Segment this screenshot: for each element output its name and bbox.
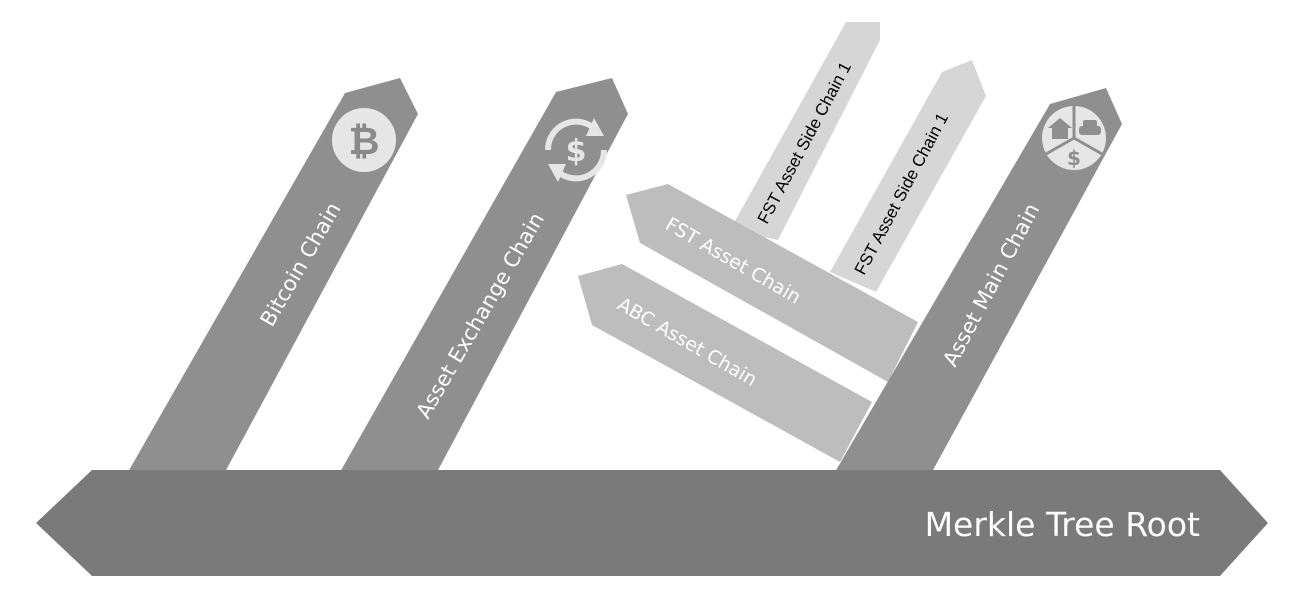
fst-side-chain-1-label: FST Asset Side Chain 1	[754, 59, 855, 227]
svg-text:$: $	[566, 134, 587, 169]
asset-categories-icon: $	[1042, 106, 1106, 170]
svg-text:₿: ₿	[349, 119, 380, 163]
house-icon	[1048, 118, 1072, 139]
currency-exchange-icon: $	[544, 118, 608, 182]
bitcoin-icon: ₿	[332, 108, 396, 172]
fst-side-chain-1-arrow: FST Asset Side Chain 1	[730, 22, 880, 240]
merkle-tree-root-arrow: Merkle Tree Root	[36, 470, 1268, 576]
car-icon	[1079, 120, 1101, 135]
fst-side-chain-2-label: FST Asset Side Chain 1	[851, 110, 952, 278]
merkle-tree-root-label: Merkle Tree Root	[925, 505, 1200, 544]
svg-text:$: $	[1067, 146, 1081, 170]
